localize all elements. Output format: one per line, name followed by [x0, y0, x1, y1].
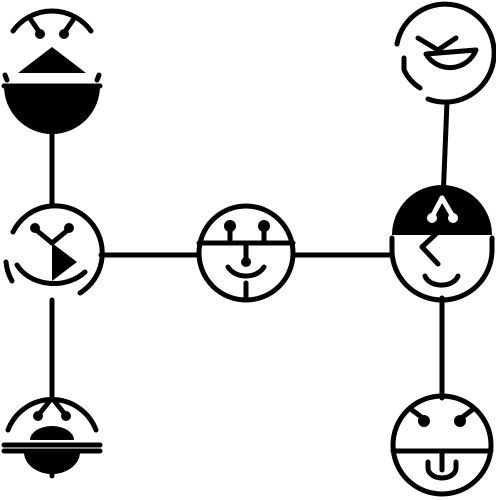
face-node-bottom-left — [1, 395, 103, 479]
winking-face-icon — [389, 185, 495, 303]
face-node-bottom-right — [390, 393, 494, 497]
face-node-center — [196, 203, 296, 303]
edge-n5-n6 — [440, 99, 450, 203]
face-node-top-right — [394, 1, 496, 105]
edges — [49, 99, 450, 401]
face-node-top-left — [1, 8, 103, 134]
smiling-face-icon — [3, 203, 105, 296]
face-node-middle-left — [3, 203, 105, 296]
tongue-face-icon — [1, 395, 103, 479]
tongue-face-icon — [390, 393, 494, 497]
grinning-face-icon — [1, 8, 103, 134]
face-node-middle-right — [389, 185, 495, 303]
smiling-face-icon — [196, 203, 296, 303]
laughing-face-icon — [394, 1, 496, 105]
